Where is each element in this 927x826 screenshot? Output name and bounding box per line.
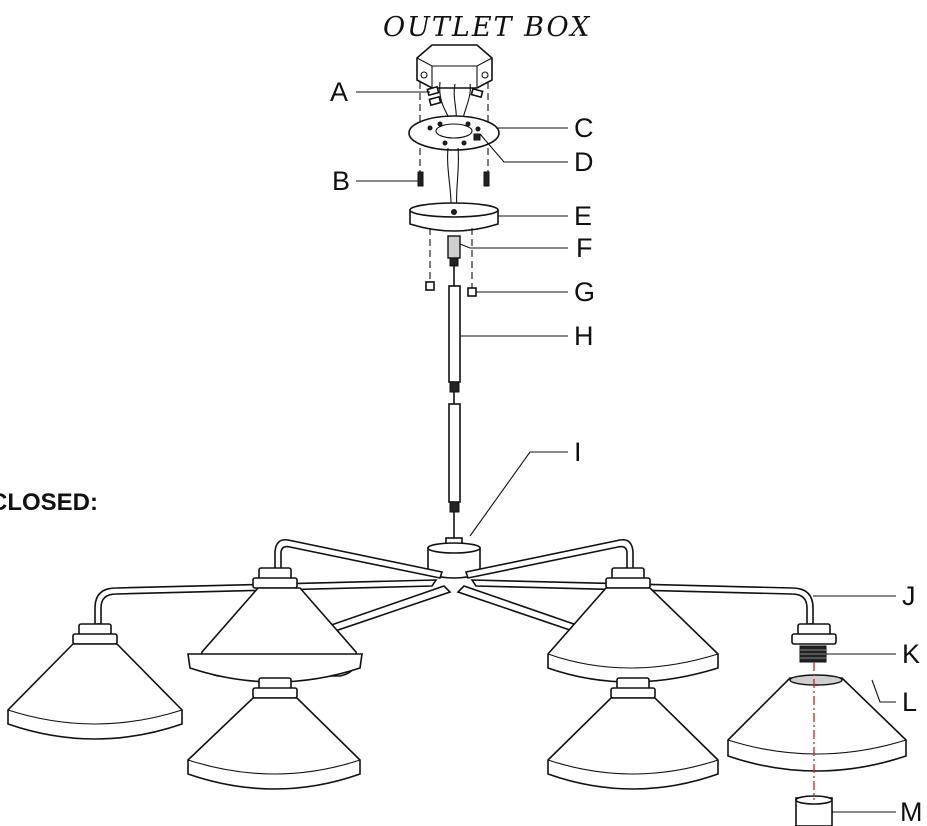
callout-e: E xyxy=(574,201,592,231)
callout-m: M xyxy=(900,797,923,826)
callout-g: G xyxy=(574,277,595,307)
downrod-lower xyxy=(448,392,461,540)
shade-back-left xyxy=(187,567,363,683)
callout-l: L xyxy=(902,687,917,717)
exploded-glass-shade xyxy=(727,674,907,772)
callout-a: A xyxy=(330,77,348,107)
shade-back-right xyxy=(547,567,719,683)
callout-k: K xyxy=(902,639,920,669)
callout-f: F xyxy=(576,233,593,263)
shade-front-left xyxy=(187,677,361,790)
wire-nut-connectors xyxy=(426,85,484,107)
side-heading: CLOSED: xyxy=(0,489,98,516)
callout-i: I xyxy=(574,437,582,467)
mounting-bracket xyxy=(408,115,500,151)
callout-b: B xyxy=(332,166,350,196)
callout-j: J xyxy=(902,581,916,611)
shade-far-left xyxy=(7,623,183,740)
shade-front-right xyxy=(547,677,719,790)
coupling xyxy=(447,235,461,286)
exploded-socket-cup xyxy=(791,623,837,645)
threaded-socket-ring xyxy=(799,645,827,663)
callout-leaders xyxy=(356,91,896,813)
diagram-title: OUTLET BOX xyxy=(383,12,591,43)
canopy xyxy=(409,202,499,232)
callout-c: C xyxy=(574,113,594,143)
shade-finial-cap xyxy=(795,795,833,826)
downrod-upper xyxy=(448,285,461,393)
callout-h: H xyxy=(574,321,594,351)
mounting-screws xyxy=(417,171,490,187)
callout-d: D xyxy=(574,147,594,177)
outlet-box xyxy=(416,44,493,125)
